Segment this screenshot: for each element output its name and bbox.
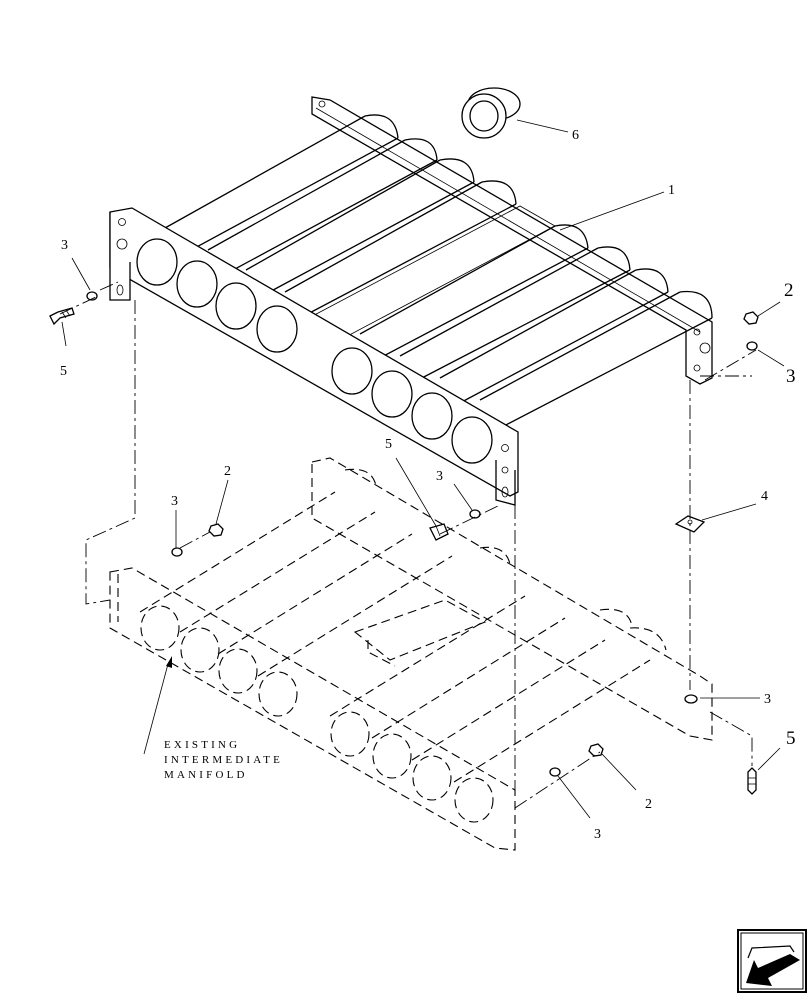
washer (684, 694, 698, 704)
front-tube-ends (136, 238, 493, 464)
leader-lines (61, 119, 785, 819)
callout-labels: 6 1 3 5 2 3 5 3 2 3 4 3 5 2 3 (60, 128, 796, 842)
note-line-2: INTERMEDIATE (164, 754, 283, 766)
callout-5: 5 (786, 728, 796, 749)
manifold-tubes (164, 115, 713, 429)
callout-4: 4 (761, 489, 768, 504)
washer (549, 767, 561, 777)
note-line-3: MANIFOLD (164, 769, 248, 781)
callout-3: 3 (594, 827, 601, 842)
existing-tube-ends (140, 605, 494, 823)
rear-tube-caps (364, 114, 713, 319)
callout-3: 3 (436, 469, 443, 484)
callout-5: 5 (385, 437, 392, 452)
callout-1: 1 (668, 183, 675, 198)
callout-3: 3 (786, 366, 796, 387)
ring-seal (461, 87, 521, 139)
callout-3: 3 (61, 238, 68, 253)
callout-3: 3 (171, 494, 178, 509)
callout-3: 3 (764, 692, 771, 707)
existing-manifold-note: EXISTING INTERMEDIATE MANIFOLD (164, 739, 283, 781)
assembly-lines (59, 281, 757, 809)
bolt (747, 767, 757, 795)
bolt (429, 523, 449, 541)
bolt (49, 307, 75, 326)
washer (746, 341, 758, 351)
washer (469, 509, 481, 519)
previous-page-arrow-icon[interactable] (737, 929, 807, 993)
nut (588, 743, 604, 757)
callout-2: 2 (645, 797, 652, 812)
nut (743, 311, 759, 325)
callout-2: 2 (784, 280, 794, 301)
new-manifold (109, 96, 713, 506)
note-line-1: EXISTING (164, 739, 240, 751)
hardware (49, 87, 759, 795)
washer (171, 547, 183, 557)
existing-manifold (109, 457, 713, 851)
callout-6: 6 (572, 128, 579, 143)
callout-2: 2 (224, 464, 231, 479)
nut (208, 523, 224, 537)
callout-5: 5 (60, 364, 67, 379)
